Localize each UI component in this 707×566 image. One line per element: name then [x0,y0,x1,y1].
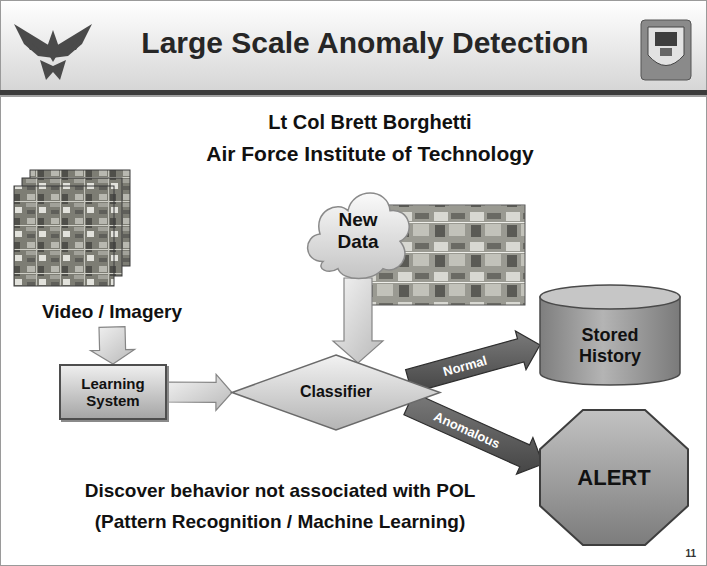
block-arrow [333,278,383,363]
block-arrow [404,393,543,474]
storage-cylinder: Stored History [540,285,680,385]
process-box: Learning System [59,364,167,420]
image-stack-node: Video / Imagery [12,165,212,327]
node-text: ALERT [577,465,650,490]
node-text: Learning System [68,375,158,410]
institution-name: Air Force Institute of Technology [120,141,620,166]
unit-emblem [641,20,691,80]
block-arrow [406,331,540,393]
decision-diamond: Classifier [232,355,440,430]
air-force-logo [14,24,92,80]
author-name: Lt Col Brett Borghetti [120,110,620,134]
slide-title: Large Scale Anomaly Detection [100,26,630,60]
node-text: Classifier [300,383,372,401]
data-cloud: New Data [298,175,418,287]
video-imagery-stack [14,170,130,286]
alert-octagon: ALERT [540,410,688,545]
slide-number: 11 [630,548,696,560]
node-text: Video / Imagery [42,301,182,323]
node-text: New Data [326,209,390,253]
summary-text: (Pattern Recognition / Machine Learning) [20,511,540,534]
summary-text: Discover behavior not associated with PO… [20,480,540,503]
node-text: Stored History [555,325,665,366]
block-arrow [167,374,232,410]
block-arrow [91,327,135,364]
